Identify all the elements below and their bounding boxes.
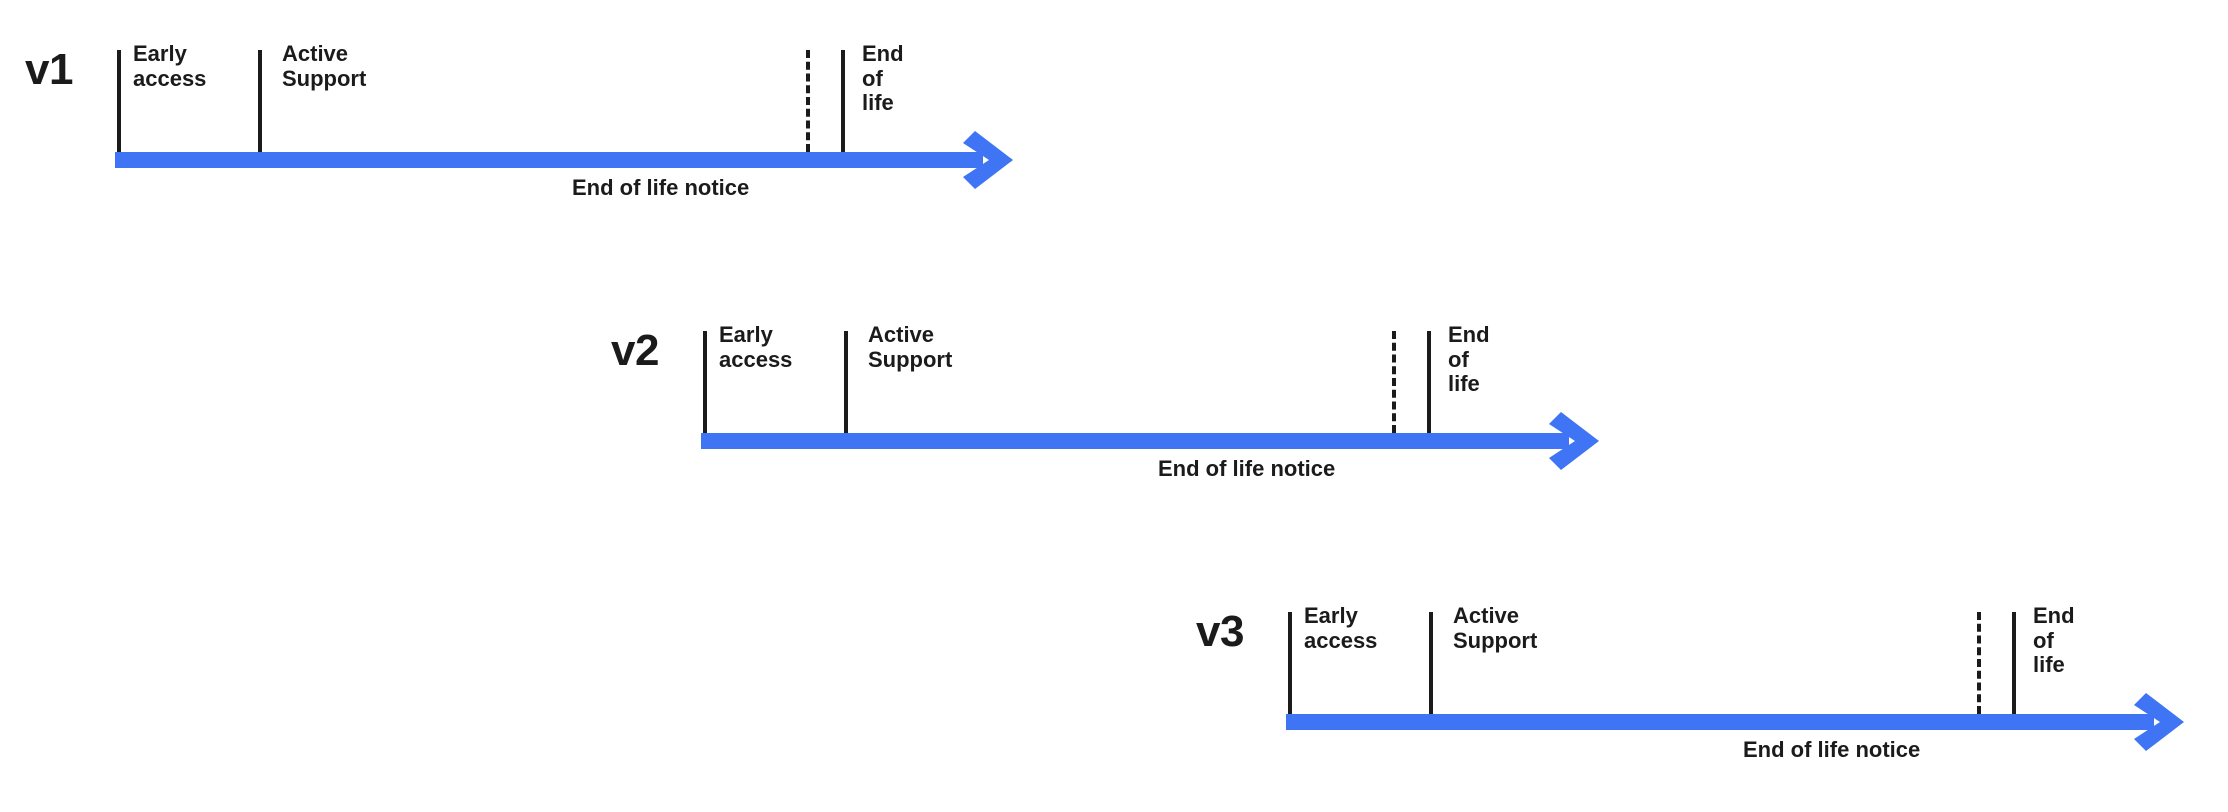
notice-label-v2: End of life notice [1158, 456, 1336, 481]
phase-divider-active-support-v2 [844, 331, 848, 433]
phase-label-early-access-v2: Early access [719, 322, 793, 372]
phase-divider-active-support-v1 [258, 50, 262, 152]
notice-label-v1: End of life notice [572, 175, 750, 200]
phase-label-active-support-v3: Active Support [1453, 603, 1538, 653]
end-of-life-notice-marker-v1 [806, 50, 810, 152]
arrow-right-icon-v3 [2134, 693, 2196, 751]
version-label-v2: v2 [611, 326, 659, 375]
phase-divider-start-v3 [1288, 612, 1292, 714]
end-of-life-notice-marker-v3 [1977, 612, 1981, 714]
phase-divider-start-v1 [117, 50, 121, 152]
phase-label-early-access-v1: Early access [133, 41, 207, 91]
version-label-v3: v3 [1196, 607, 1244, 656]
lifecycle-track-v2 [701, 433, 1569, 449]
phase-divider-end-of-life-v3 [2012, 612, 2016, 714]
phase-divider-start-v2 [703, 331, 707, 433]
phase-divider-active-support-v3 [1429, 612, 1433, 714]
lifecycle-track-v3 [1286, 714, 2154, 730]
phase-label-active-support-v2: Active Support [868, 322, 953, 372]
phase-label-end-of-life-v3: End of life [2033, 603, 2075, 678]
version-label-v1: v1 [25, 45, 73, 94]
notice-label-v3: End of life notice [1743, 737, 1921, 762]
phase-divider-end-of-life-v2 [1427, 331, 1431, 433]
phase-label-end-of-life-v1: End of life [862, 41, 904, 116]
phase-label-end-of-life-v2: End of life [1448, 322, 1490, 397]
phase-divider-end-of-life-v1 [841, 50, 845, 152]
phase-label-early-access-v3: Early access [1304, 603, 1378, 653]
end-of-life-notice-marker-v2 [1392, 331, 1396, 433]
arrow-right-icon-v2 [1549, 412, 1611, 470]
phase-label-active-support-v1: Active Support [282, 41, 367, 91]
arrow-right-icon-v1 [963, 131, 1025, 189]
lifecycle-track-v1 [115, 152, 983, 168]
